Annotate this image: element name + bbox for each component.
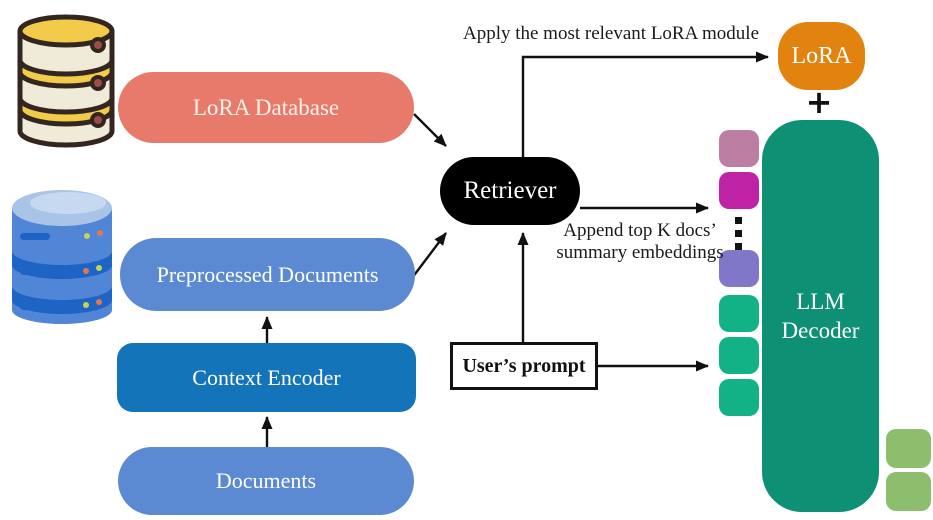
documents-database-icon [12, 190, 112, 324]
llm-decoder-label: LLM Decoder [781, 288, 860, 343]
context-encoder-label: Context Encoder [192, 364, 341, 390]
preprocessed-documents-label: Preprocessed Documents [156, 261, 379, 287]
doc-embedding-token-1 [719, 130, 759, 167]
apply-lora-annotation: Apply the most relevant LoRA module [462, 23, 760, 44]
plus-sign: + [799, 84, 839, 120]
lora-module-node: LoRA [778, 22, 865, 90]
documents-node: Documents [118, 447, 414, 515]
preprocessed-documents-node: Preprocessed Documents [120, 238, 415, 311]
retriever-label: Retriever [463, 177, 557, 204]
lora-database-node: LoRA Database [118, 72, 414, 143]
arrow-preprocessed-to-retriever [411, 232, 447, 279]
ellipsis-dots [735, 217, 743, 250]
append-embeddings-annotation: Append top K docs’ summary embeddings [556, 220, 724, 264]
doc-embedding-token-2 [719, 172, 759, 209]
retriever-node: Retriever [440, 157, 580, 225]
lora-database-label: LoRA Database [192, 94, 340, 120]
prompt-token-3 [719, 379, 759, 416]
lora-module-label: LoRA [791, 42, 852, 69]
output-token-1 [886, 429, 931, 468]
users-prompt-label: User’s prompt [462, 354, 586, 377]
documents-label: Documents [215, 468, 317, 493]
output-token-2 [886, 472, 931, 511]
prompt-token-2 [719, 337, 759, 374]
arrow-lora-database-to-retriever [413, 113, 447, 147]
users-prompt-node: User’s prompt [450, 342, 598, 390]
llm-decoder-node: LLM Decoder [762, 120, 879, 512]
prompt-token-1 [719, 295, 759, 332]
plus-glyph: + [805, 83, 833, 121]
lora-database-icon [17, 14, 115, 148]
context-encoder-node: Context Encoder [117, 343, 416, 412]
doc-embedding-token-k [719, 250, 759, 287]
